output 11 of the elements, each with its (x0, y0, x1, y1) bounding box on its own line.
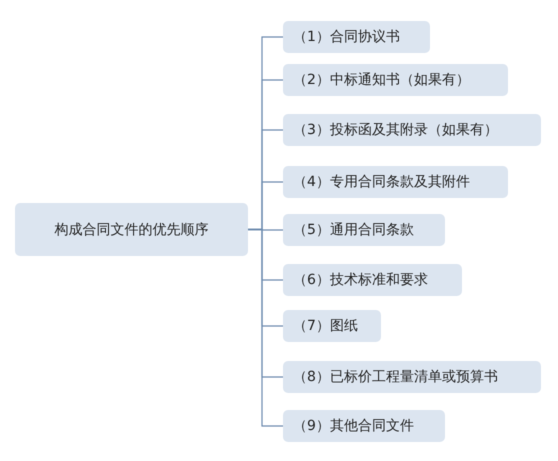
topic-box: （8）已标价工程量清单或预算书 (283, 361, 541, 393)
topic-box: （3）投标函及其附录（如果有） (283, 114, 541, 146)
topic-box: （5）通用合同条款 (283, 214, 445, 246)
topic-box: （7）图纸 (283, 310, 381, 342)
topic-box: （4）专用合同条款及其附件 (283, 166, 508, 198)
topic-box: （9）其他合同文件 (283, 410, 445, 442)
root-topic-box: 构成合同文件的优先顺序 (15, 203, 248, 256)
topic-box: （1）合同协议书 (283, 21, 430, 53)
topic-box: （2）中标通知书（如果有） (283, 64, 508, 96)
connector-line (248, 228, 283, 427)
topic-box: （6）技术标准和要求 (283, 264, 462, 296)
